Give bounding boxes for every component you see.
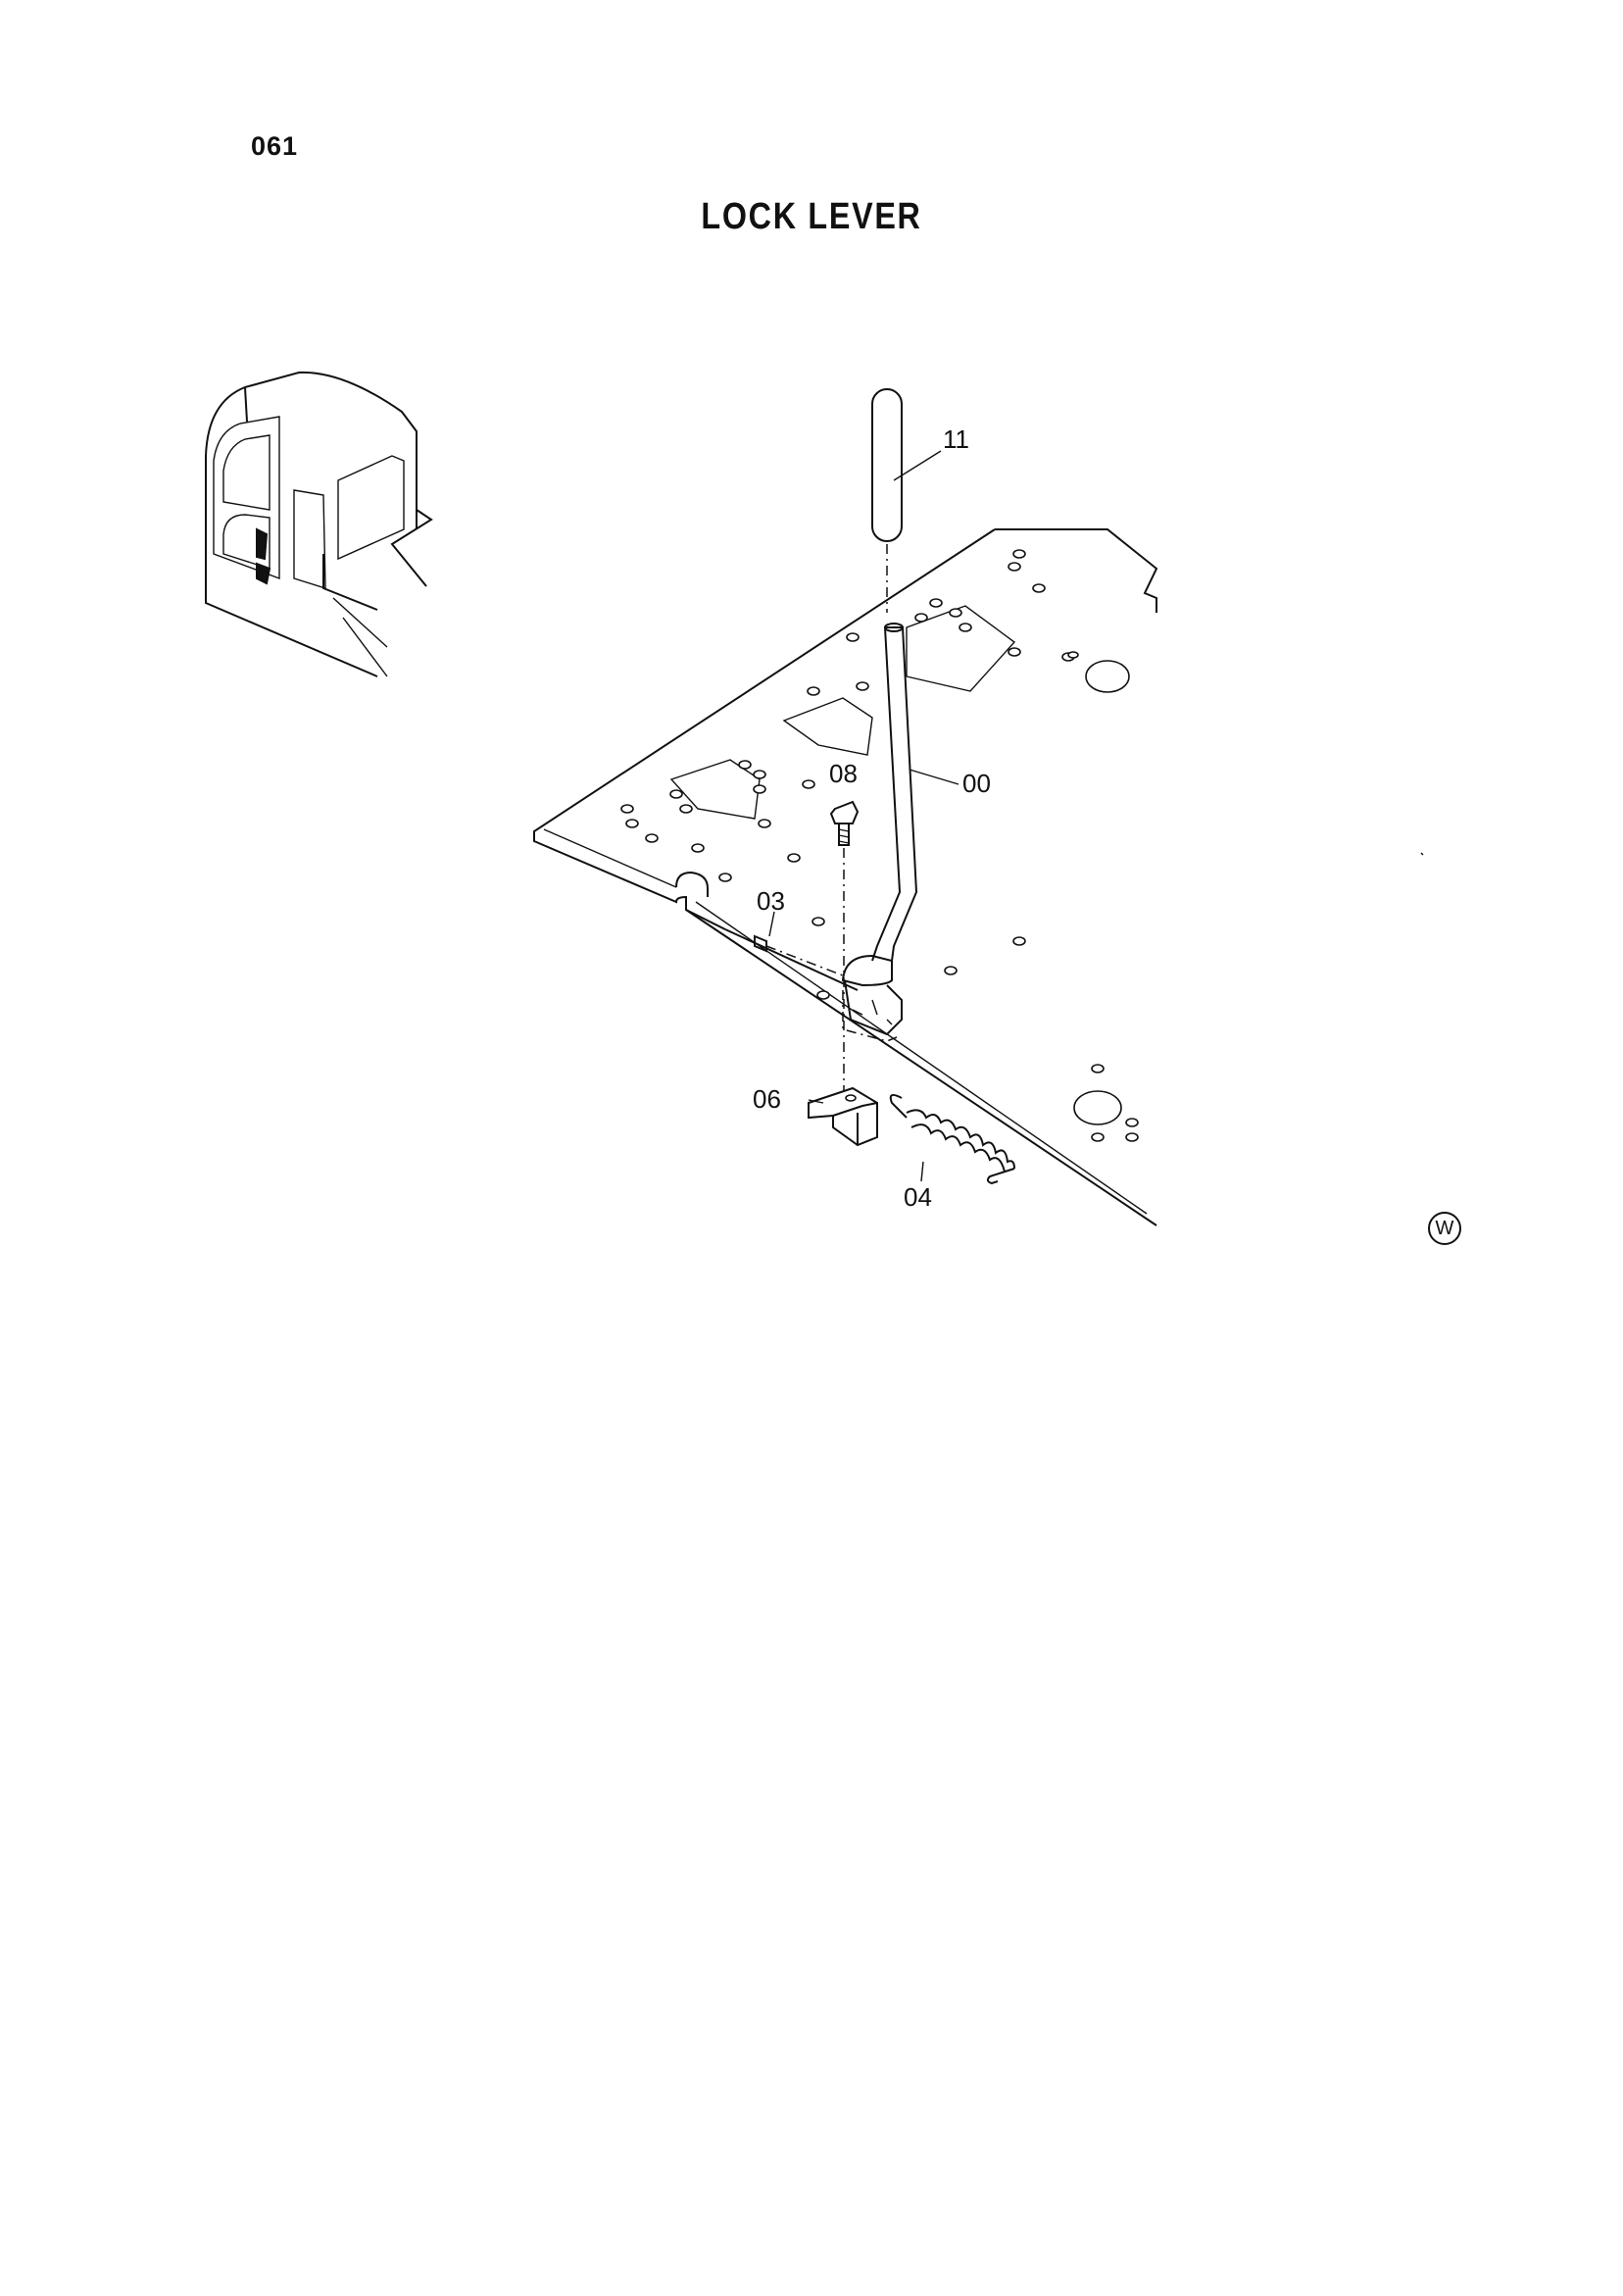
part-08-bolt — [829, 800, 860, 1103]
watermark-w: W — [1428, 1212, 1461, 1245]
callout-03: 03 — [757, 886, 785, 916]
mounting-holes — [620, 549, 1139, 1142]
page-title: LOCK LEVER — [701, 196, 922, 237]
callout-04: 04 — [904, 1182, 932, 1212]
callout-08: 08 — [829, 759, 858, 788]
part-06-bracket — [808, 1086, 878, 1147]
floor-plate — [533, 528, 1424, 1226]
part-04-spring — [889, 1093, 1015, 1185]
callout-00: 00 — [962, 769, 991, 798]
cab-location-thumbnail — [205, 371, 433, 677]
callout-06: 06 — [753, 1084, 781, 1114]
page-number: 061 — [251, 131, 299, 161]
part-11-grip — [871, 388, 903, 613]
part-03-pin — [754, 934, 844, 976]
callout-11: 11 — [943, 424, 969, 454]
part-00-lever-rod — [841, 623, 918, 1042]
leader-lines — [768, 450, 959, 1182]
